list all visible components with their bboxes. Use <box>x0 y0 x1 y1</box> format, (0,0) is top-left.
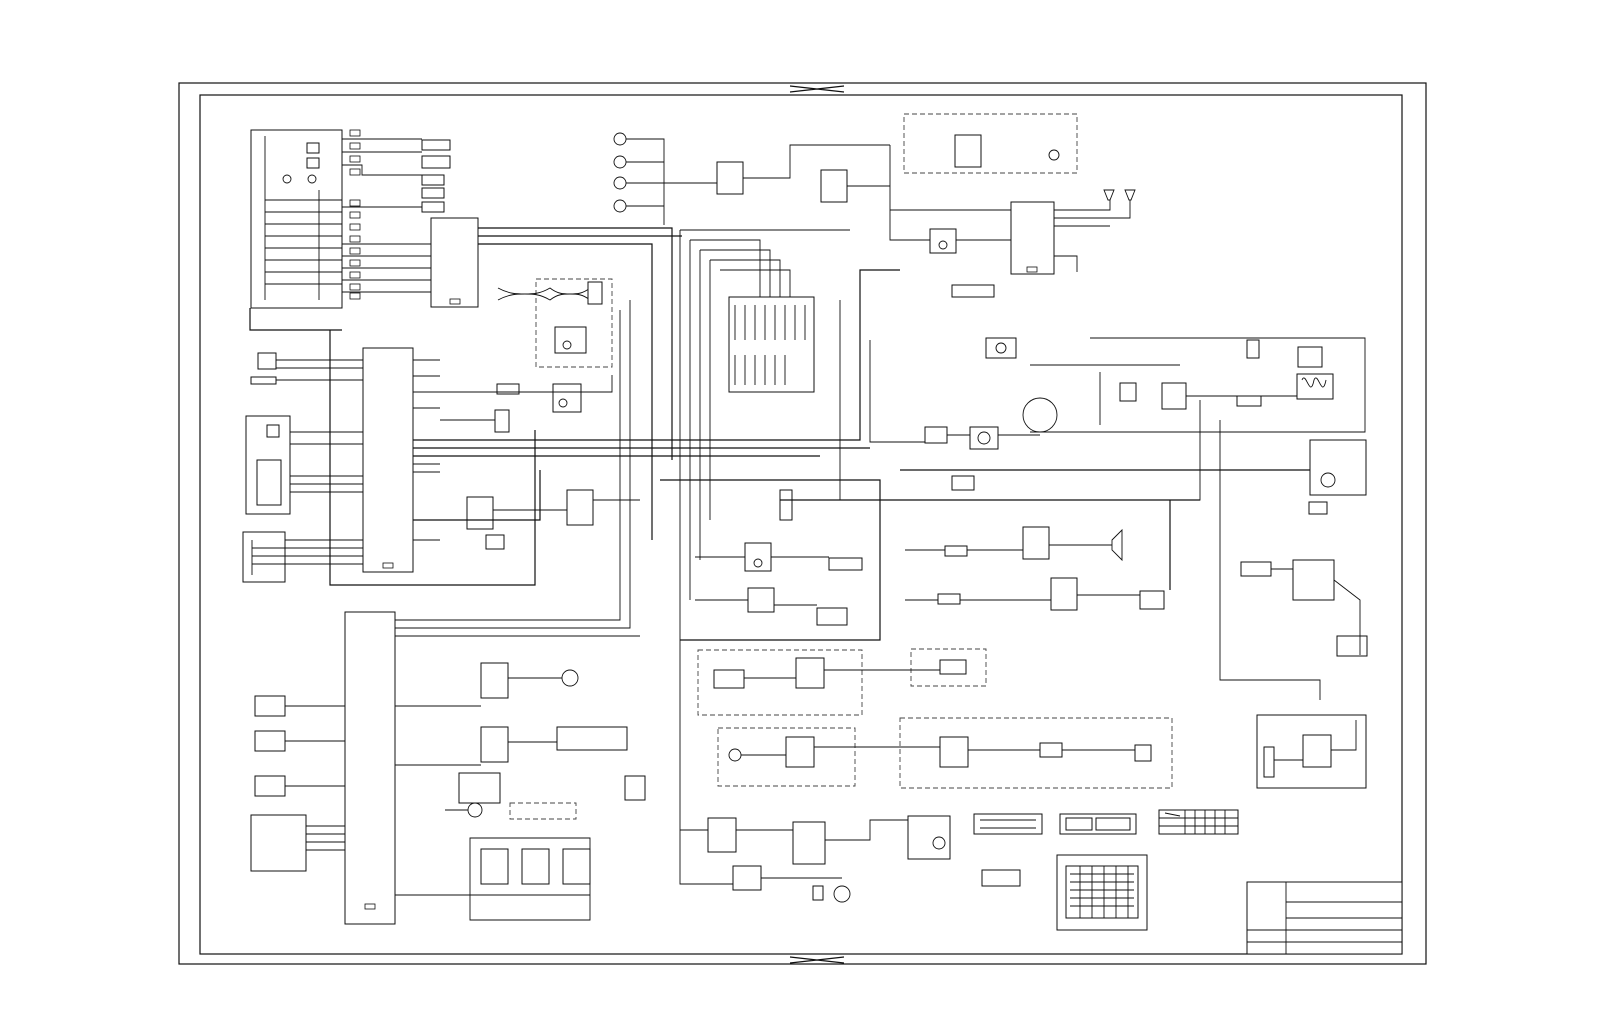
connector-tags-left-top <box>349 129 361 300</box>
center-right-relays <box>905 526 1165 611</box>
relays-bottom-center <box>679 640 951 903</box>
central-fuse-block <box>679 229 850 640</box>
bottom-left-harness <box>250 300 640 925</box>
connector-faces <box>973 813 1148 931</box>
right-side-relays <box>1030 337 1366 433</box>
relays-top-center <box>613 113 1078 225</box>
right-side-generator <box>839 300 1368 700</box>
center-relays <box>695 489 863 626</box>
drawing-frame <box>178 82 1427 965</box>
module-top-left <box>342 217 479 308</box>
relays-bottom-left <box>395 662 646 921</box>
right-center-components <box>869 337 1180 491</box>
bottom-right-ignition <box>1256 714 1367 789</box>
title-block <box>1246 881 1403 955</box>
top-right-controller <box>889 145 1136 298</box>
top-left-switches <box>342 138 451 213</box>
dashed-groups-center-bottom <box>697 648 1173 789</box>
harness-runs <box>249 227 1310 641</box>
legend-table <box>1158 809 1239 835</box>
main-controller-left <box>276 347 440 573</box>
twisted-pair-relay-group <box>497 278 613 368</box>
left-sensors <box>242 352 291 583</box>
top-left-switch-panel <box>250 129 343 309</box>
relays-middle-left <box>440 375 640 550</box>
